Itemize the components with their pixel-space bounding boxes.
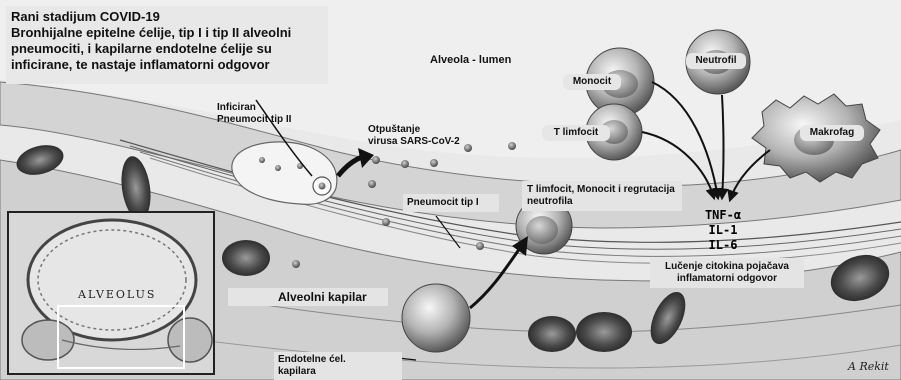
virus-particle-icon xyxy=(372,156,380,164)
label-makrofag: Makrofag xyxy=(800,125,864,141)
capillary-leukocyte xyxy=(402,284,470,352)
inset-tissue-blob xyxy=(22,320,74,360)
cytokine-il6: IL-6 xyxy=(703,238,743,253)
virus-particle-icon xyxy=(401,160,409,168)
label-neutrofil: Neutrofil xyxy=(686,53,746,69)
cytokine-tnf: TNF-α xyxy=(703,208,743,223)
virus-particle-icon xyxy=(292,260,300,268)
virus-particle-icon xyxy=(430,159,438,167)
cell-nucleus xyxy=(526,216,558,244)
label-inficiran-pneumocit: Inficiran Pneumocit tip II xyxy=(217,102,291,126)
label-monocit: Monocit xyxy=(563,74,621,90)
virus-particle-icon xyxy=(382,218,390,226)
virus-particle-icon xyxy=(259,157,265,163)
red-blood-cell xyxy=(222,240,270,276)
red-blood-cell xyxy=(528,316,576,352)
inset-tissue-blob xyxy=(168,318,212,362)
label-pneumocit-tip1: Pneumocit tip I xyxy=(403,194,499,212)
label-lucenje-citokina: Lučenje citokina pojačava inflamatorni o… xyxy=(650,258,804,288)
virus-particle-icon xyxy=(368,180,376,188)
red-blood-cell xyxy=(576,312,632,352)
virus-particle-icon xyxy=(508,142,516,150)
virus-particle-icon xyxy=(464,144,472,152)
virus-particle-icon xyxy=(319,183,326,190)
virus-particle-icon xyxy=(476,242,484,250)
cytokine-il1: IL-1 xyxy=(703,223,743,238)
label-regrutacija: T limfocit, Monocit i regrutacija neutro… xyxy=(522,181,682,211)
label-alveolni-kapilar: Alveolni kapilar xyxy=(228,288,388,306)
artist-signature: A Rekit xyxy=(848,360,889,373)
label-endotelne-celije: Endotelne ćel. kapilara xyxy=(274,352,402,380)
label-otpustanje-virusa: Otpuštanje virusa SARS-CoV-2 xyxy=(368,124,460,148)
diagram-title: Rani stadijum COVID-19 xyxy=(11,9,323,25)
title-box: Rani stadijum COVID-19 Bronhijalne epite… xyxy=(6,6,328,84)
cytokine-list: TNF-α IL-1 IL-6 xyxy=(703,208,743,253)
label-t-limfocit: T limfocit xyxy=(542,125,610,141)
inset-alveolus-label: ALVEOLUS xyxy=(78,288,156,301)
virus-particle-icon xyxy=(275,165,281,171)
diagram-subtitle: Bronhijalne epitelne ćelije, tip I i tip… xyxy=(11,25,291,72)
label-alveola-lumen: Alveola - lumen xyxy=(430,54,511,66)
